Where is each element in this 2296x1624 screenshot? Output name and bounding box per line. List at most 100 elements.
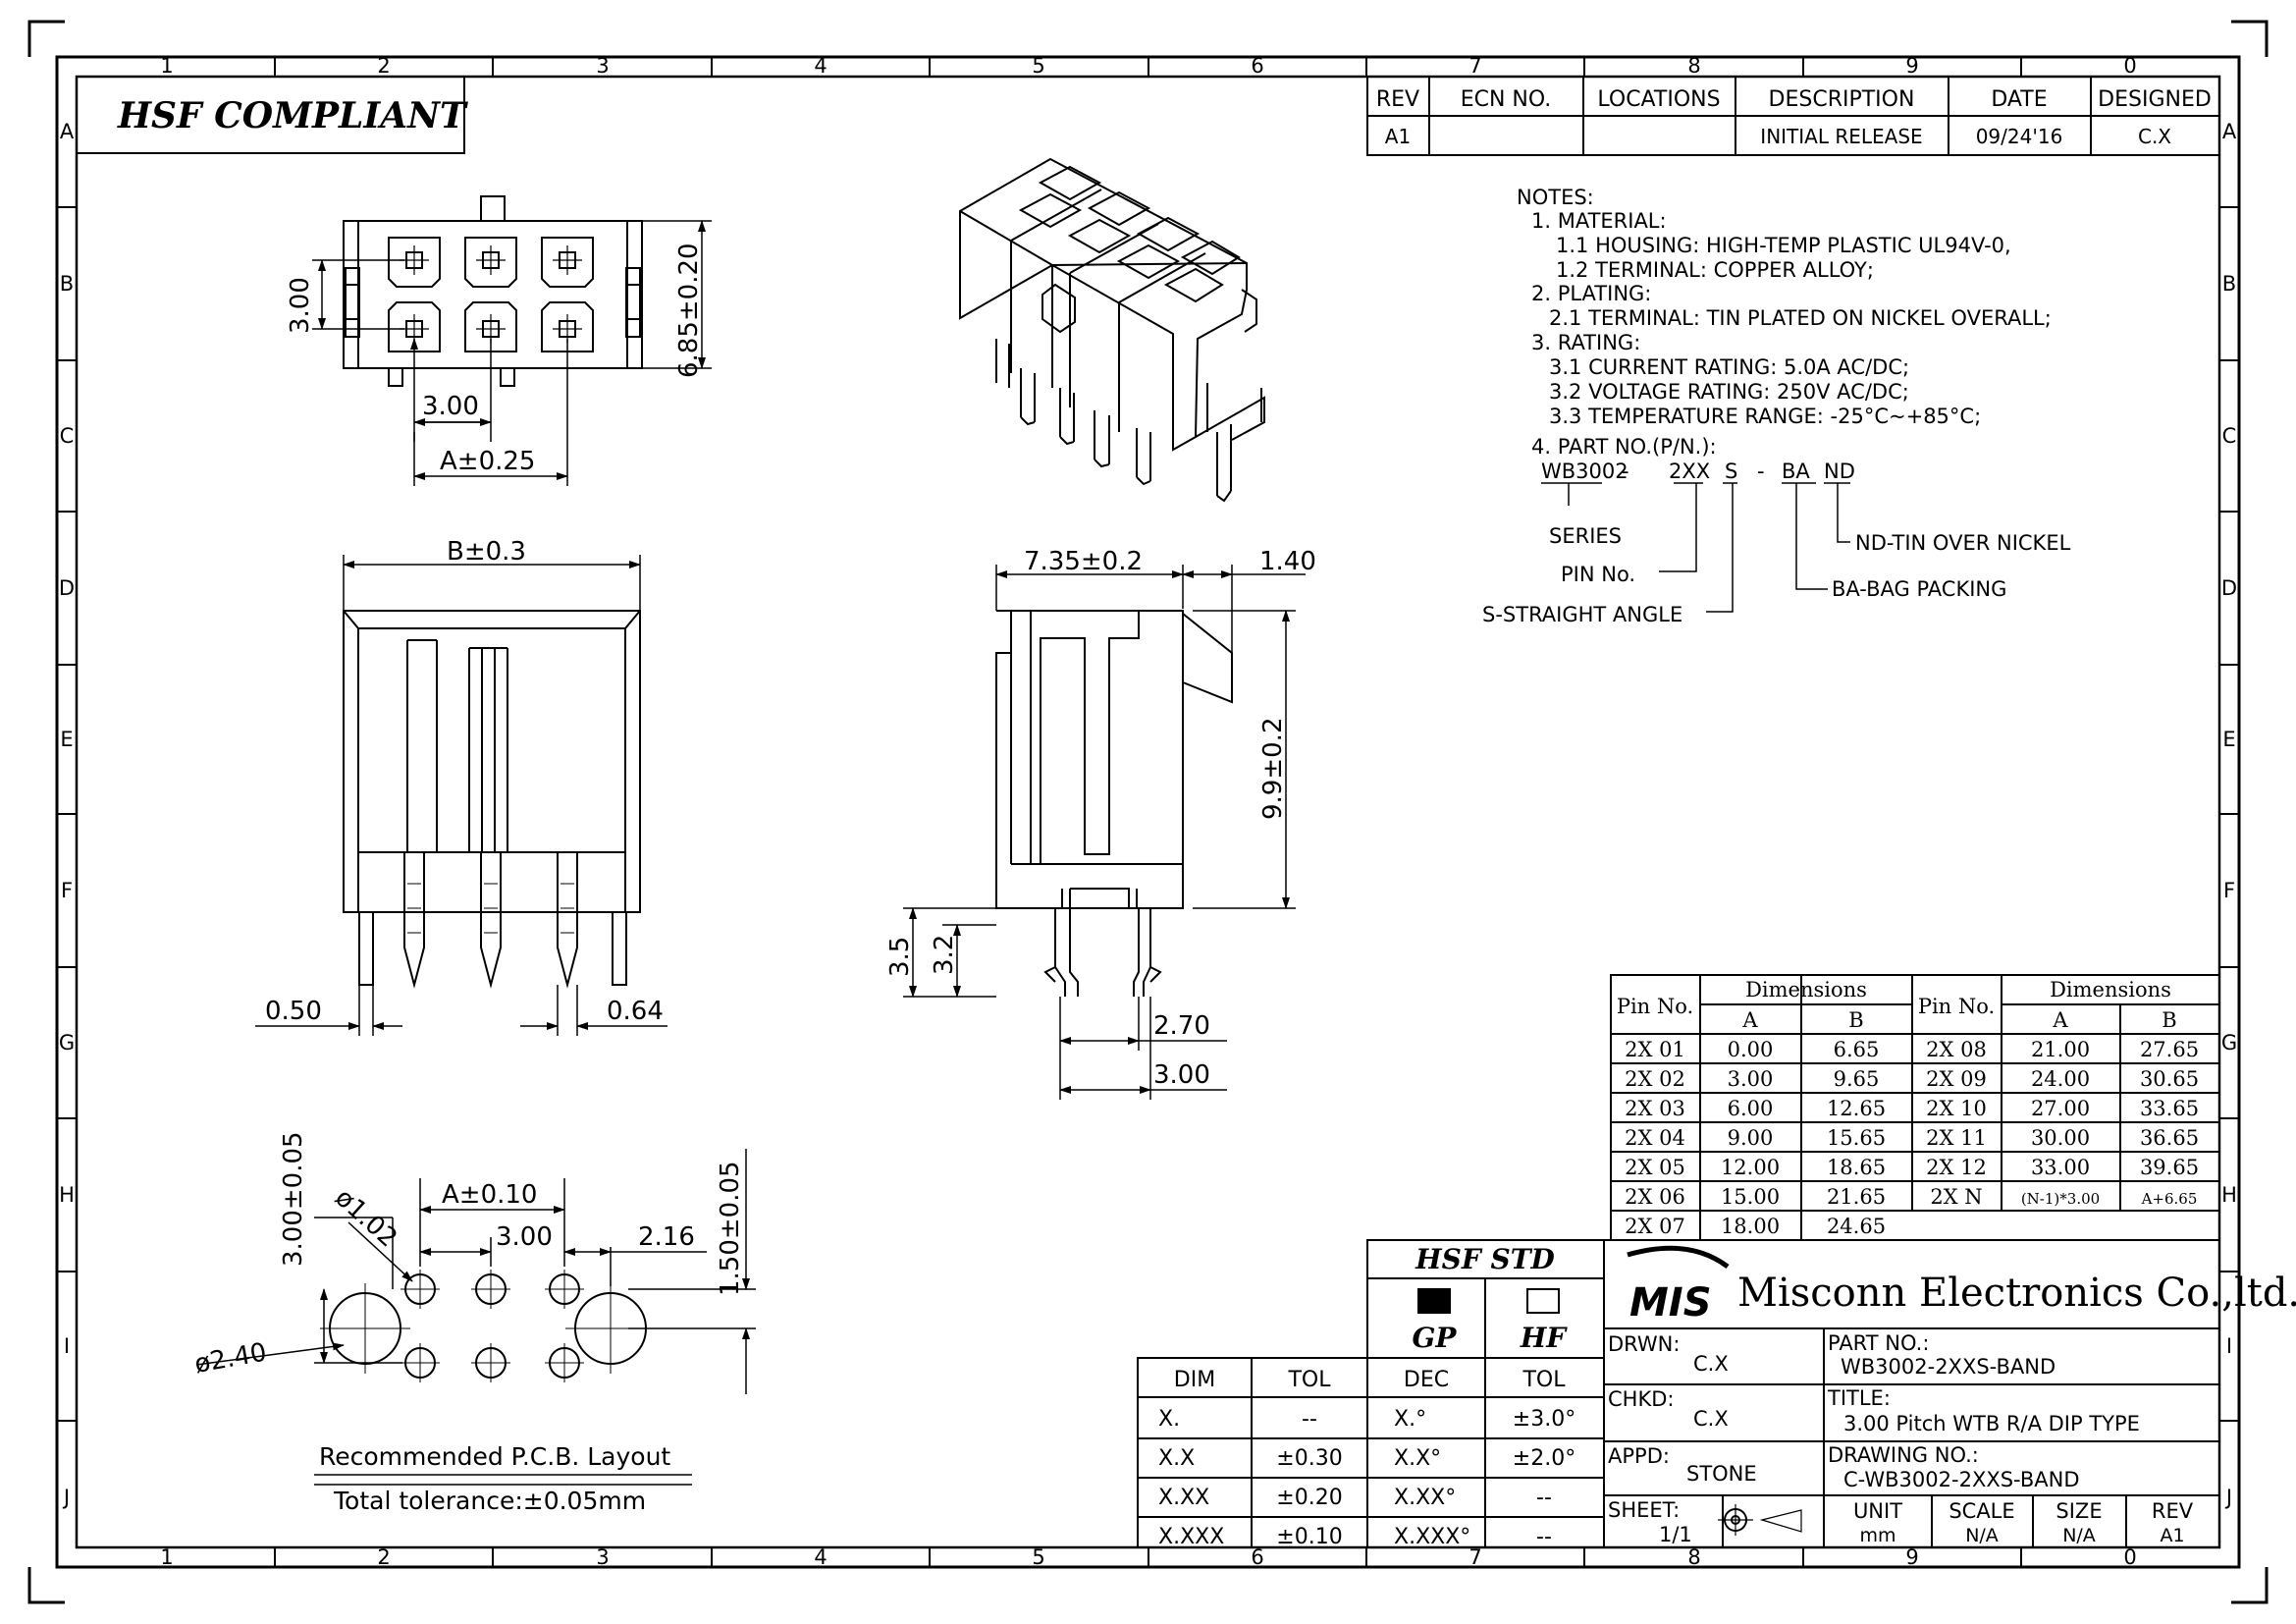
dim-pcb-pitch: 3.00 <box>496 1222 553 1252</box>
inner-frame <box>75 75 2221 1549</box>
note-line: 2.1 TERMINAL: TIN PLATED ON NICKEL OVERA… <box>1549 306 2052 330</box>
connector-front-view <box>343 610 641 989</box>
pn-dash: - <box>1622 460 1629 483</box>
dim-pitch-horizontal: 3.00 <box>422 392 479 421</box>
pn-straight-label: S-STRAIGHT ANGLE <box>1482 603 1682 626</box>
title-block-text: MIS Misconn Electronics Co.,ltd. DRWN: C… <box>1608 1271 2296 1546</box>
title-label: TITLE: <box>1827 1386 1891 1410</box>
dimension-cell: 36.65 <box>2140 1126 2199 1150</box>
dim-body-height: 9.9±0.2 <box>1258 718 1288 820</box>
dimension-cell: 27.00 <box>2031 1097 2090 1120</box>
rev-value: A1 <box>1385 125 1411 148</box>
title-value: 3.00 Pitch WTB R/A DIP TYPE <box>1843 1412 2140 1435</box>
checked-label: CHKD: <box>1608 1387 1674 1411</box>
tolerance-value-cell: ±2.0° <box>1513 1446 1575 1471</box>
ecn-header: ECN NO. <box>1461 87 1552 112</box>
pn-dash: - <box>1757 460 1765 483</box>
row-label: A <box>60 120 75 143</box>
dimension-cell: 6.00 <box>1728 1097 1774 1120</box>
tolerance-dim-cell: X.XX <box>1158 1486 1209 1510</box>
row-label: I <box>2226 1334 2232 1358</box>
revision-text: REV ECN NO. LOCATIONS DESCRIPTION DATE D… <box>1376 87 2212 148</box>
col-label: 5 <box>1032 1545 1044 1569</box>
pn-series-label: SERIES <box>1549 524 1622 548</box>
frame-ticks <box>57 57 2239 1567</box>
drawn-value: C.X <box>1693 1352 1729 1376</box>
dimension-cell: 9.65 <box>1834 1067 1880 1091</box>
dimensions-header: Dimensions <box>2050 978 2171 1001</box>
note-line: 1.1 HOUSING: HIGH-TEMP PLASTIC UL94V-0, <box>1556 234 2011 257</box>
dim-tail-32: 3.2 <box>930 935 959 975</box>
hsf-compliant-box <box>76 76 465 154</box>
row-label: E <box>2222 728 2235 751</box>
pin-count-cell: 2X 01 <box>1625 1038 1685 1061</box>
row-label: H <box>59 1183 75 1207</box>
col-label: 1 <box>160 1545 173 1569</box>
col-label: 6 <box>1251 54 1263 78</box>
pn-bag-label: BA-BAG PACKING <box>1832 577 2006 601</box>
unit-value: mm <box>1859 1525 1896 1546</box>
note-line: 4. PART NO.(P/N.): <box>1531 435 1717 459</box>
pn-pin-label: PIN No. <box>1561 563 1635 586</box>
part-no-value: WB3002-2XXS-BAND <box>1841 1355 2056 1379</box>
dim-pin-050: 0.50 <box>265 997 322 1026</box>
col-label: 2 <box>377 54 390 78</box>
col-label: 7 <box>1468 54 1481 78</box>
tolerance-value-cell: -- <box>1536 1486 1552 1510</box>
pin-count-cell: 2X 11 <box>1926 1126 1987 1150</box>
sheet-value: 1/1 <box>1659 1523 1692 1546</box>
dim-b-header: B <box>2162 1008 2176 1032</box>
col-label: 7 <box>1468 1545 1481 1569</box>
dim-height: 6.85±0.20 <box>674 243 704 378</box>
pin-count-cell: 2X 07 <box>1625 1215 1685 1238</box>
row-label: E <box>60 728 73 751</box>
dim-a-header: A <box>2052 1008 2068 1032</box>
dimension-cell: 0.00 <box>1728 1038 1774 1061</box>
dim-pcb-vertical: 3.00±0.05 <box>279 1131 308 1267</box>
row-label: I <box>64 1334 70 1358</box>
row-label: H <box>2221 1183 2237 1207</box>
note-line: 3.3 TEMPERATURE RANGE: -25°C~+85°C; <box>1549 405 1981 428</box>
col-label: 0 <box>2123 54 2136 78</box>
pin-dimension-table <box>1610 974 2220 1241</box>
pcb-tolerance-note: Total tolerance:±0.05mm <box>333 1487 646 1515</box>
connector-isometric-view <box>959 157 1265 503</box>
dimension-cell: 30.00 <box>2031 1126 2090 1150</box>
company-name: Misconn Electronics Co.,ltd. <box>1737 1271 2296 1316</box>
dim-width-300: 3.00 <box>1153 1060 1210 1090</box>
dim-a-010: A±0.10 <box>442 1180 537 1210</box>
tolerance-text: DIM TOL DEC TOL <box>1174 1368 1566 1392</box>
date-header: DATE <box>1991 87 2047 112</box>
pin-count-cell: 2X 06 <box>1625 1185 1685 1209</box>
company-logo: MIS <box>1629 1280 1712 1326</box>
approved-label: APPD: <box>1608 1444 1670 1468</box>
dimension-cell: 24.65 <box>1827 1215 1886 1238</box>
pn-series-code: WB3002 <box>1541 460 1629 483</box>
notes: NOTES: 1. MATERIAL: 1.1 HOUSING: HIGH-TE… <box>1517 186 2052 459</box>
pcb-layout <box>320 1270 656 1382</box>
description-header: DESCRIPTION <box>1769 87 1915 112</box>
hsf-hf-label: HF <box>1520 1322 1568 1354</box>
tolerance-value-cell: -- <box>1536 1525 1552 1549</box>
pn-pin-code: 2XX <box>1669 460 1710 483</box>
grid-labels: 1 2 3 4 5 6 7 8 9 0 1 2 3 4 5 6 7 8 9 0 … <box>59 54 2237 1569</box>
note-line: 3.2 VOLTAGE RATING: 250V AC/DC; <box>1549 380 1909 404</box>
col-label: 4 <box>814 54 827 78</box>
dimension-cell: 18.00 <box>1721 1215 1780 1238</box>
dimension-labels: 3.00 6.85±0.20 3.00 A±0.25 B±0.3 0.50 0.… <box>192 243 1316 1379</box>
tolerance-value-cell: ±0.10 <box>1276 1525 1342 1549</box>
view1-dimensions <box>312 220 712 486</box>
rev-label: REV <box>2152 1499 2194 1523</box>
col-label: 0 <box>2123 1545 2136 1569</box>
view4-dimensions <box>903 565 1306 1100</box>
dimension-cell: 30.65 <box>2140 1067 2199 1091</box>
hsf-std-title: HSF STD <box>1415 1243 1555 1275</box>
part-number-code: WB3002 - 2XX S - BA ND SERIES PIN No. S-… <box>1482 460 2071 626</box>
row-label: G <box>59 1031 75 1055</box>
dimension-cell: 21.00 <box>2031 1038 2090 1061</box>
note-line: 1. MATERIAL: <box>1531 209 1667 233</box>
dimension-cell: 39.65 <box>2140 1156 2199 1179</box>
